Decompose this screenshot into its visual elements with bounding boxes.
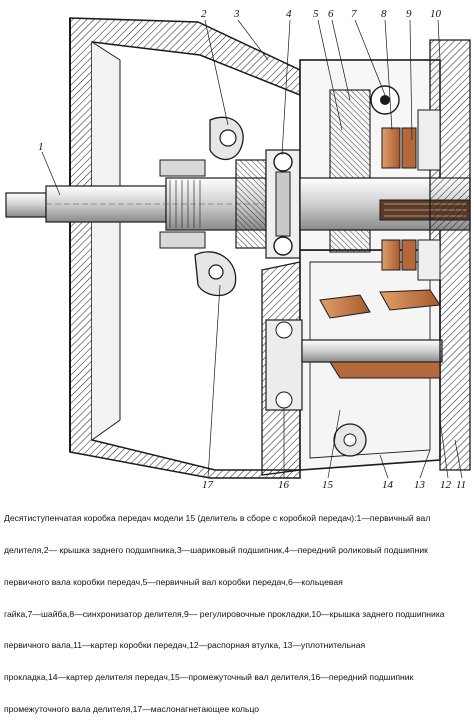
callout-13: 13 [414,479,426,490]
leader-lines [41,19,463,479]
callout-3: 3 [233,8,240,20]
caption-line: первичного вала коробки передач,5—первич… [4,576,343,587]
gearbox-housing [417,39,471,471]
countershaft [265,289,443,457]
callout-16: 16 [278,479,290,490]
caption-line: первичного вала,11—картер коробки переда… [4,640,366,651]
callout-1: 1 [38,141,44,153]
caption-line: промежуточного вала делителя,17—маслонаг… [4,703,260,714]
callout-6: 6 [328,8,334,20]
bearing-assembly [235,149,301,259]
callout-9: 9 [406,8,412,20]
caption-line: Десятиступенчатая коробка передач модели… [4,513,431,524]
callout-labels: 1 2 3 4 5 6 7 8 9 10 11 12 13 14 15 16 1… [38,8,466,490]
caption-line: прокладка,14—картер делителя передач,15—… [4,672,414,683]
gearbox-cutaway-diagram: 1 2 3 4 5 6 7 8 9 10 11 12 13 14 15 16 1… [5,8,471,490]
callout-2: 2 [201,8,207,20]
caption-line: делителя,2— крышка заднего подшипника,3—… [4,544,428,555]
callout-4: 4 [286,8,292,20]
callout-11: 11 [456,479,466,490]
figure-caption: Десятиступенчатая коробка передач модели… [4,492,470,725]
callout-7: 7 [351,8,357,20]
callout-10: 10 [430,8,442,20]
caption-line: гайка,7—шайба,8—синхронизатор делителя,9… [4,608,445,619]
callout-17: 17 [202,479,214,490]
callout-15: 15 [322,479,334,490]
callout-8: 8 [381,8,387,20]
callout-5: 5 [313,8,319,20]
callout-12: 12 [440,479,452,490]
release-fork [159,116,244,297]
bell-housing [69,17,301,479]
callout-14: 14 [382,479,394,490]
